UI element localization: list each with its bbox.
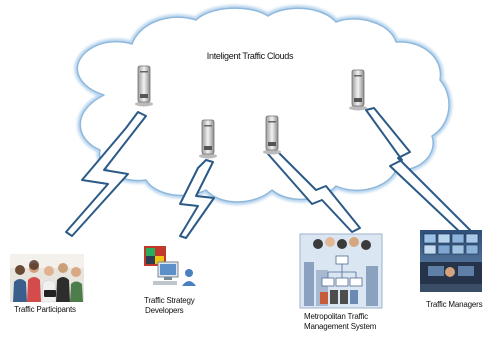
management-system-label-line1: Metropolitan Traffic: [304, 312, 368, 321]
traffic-strategy-developers-label-line2: Developers: [145, 306, 184, 315]
bolt-to-management: [267, 149, 361, 233]
control-room-icon: [420, 230, 482, 292]
server-icon: [199, 119, 217, 159]
cloud-title: Inteligent Traffic Clouds: [206, 51, 294, 61]
server-icon: [135, 65, 153, 107]
developer-workstation-icon: [144, 246, 196, 286]
bolt-to-developers: [179, 159, 215, 239]
traffic-managers-label: Traffic Managers: [426, 300, 483, 309]
cloud-shape: [74, 5, 453, 205]
server-icon: [349, 69, 367, 111]
management-system-label-line2: Management System: [304, 322, 377, 331]
management-system-icon: [299, 233, 383, 309]
server-icon: [263, 115, 281, 155]
traffic-strategy-developers-label-line1: Traffic Strategy: [144, 296, 195, 305]
traffic-participants-label: Traffic Participants: [14, 305, 76, 314]
people-photo-icon: [10, 254, 84, 303]
bolt-to-participants: [65, 111, 147, 237]
